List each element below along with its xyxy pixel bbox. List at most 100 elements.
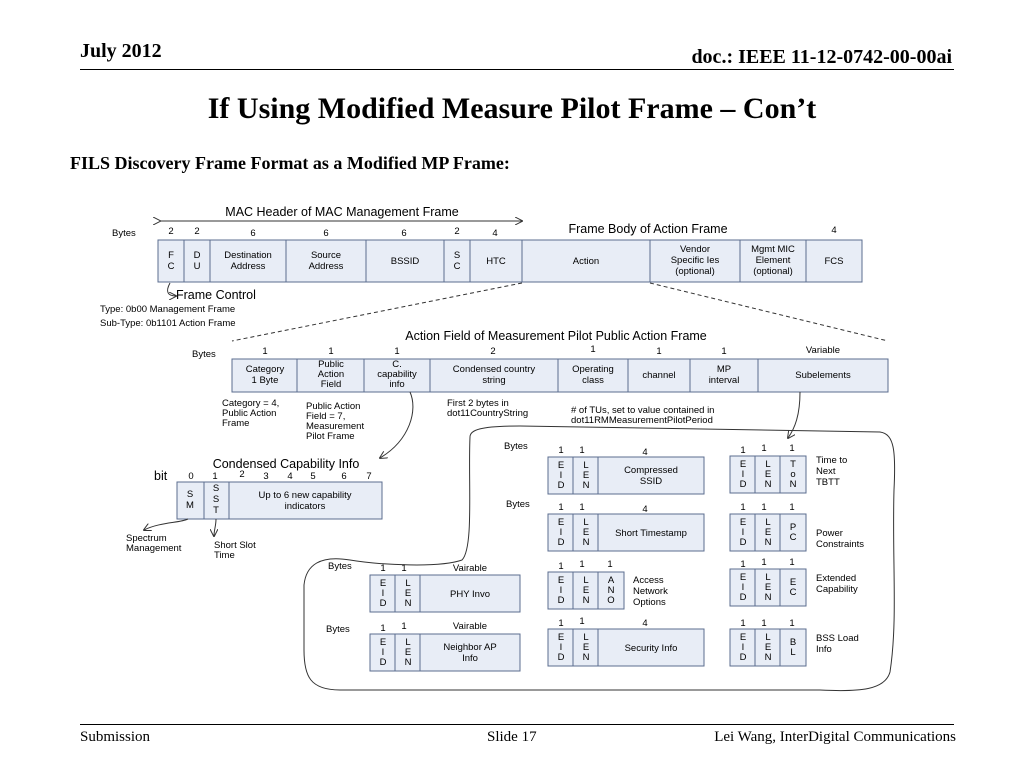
slide-title: If Using Modified Measure Pilot Frame – … <box>207 92 817 125</box>
ec-eid-3: D <box>740 592 747 603</box>
phy-bytes-label: Bytes <box>328 561 352 572</box>
sts-eid-3: D <box>558 537 565 548</box>
nap-eid-3: D <box>380 657 387 668</box>
nap-eid-1: E <box>380 637 386 648</box>
ec-val-1: E <box>790 577 796 588</box>
nap-len-box <box>394 633 421 672</box>
country-l2: string <box>482 375 505 386</box>
country-l1: Condensed country <box>453 364 536 375</box>
mic-l2: Element <box>756 255 791 266</box>
nap-len-2: E <box>405 647 411 658</box>
nap-b-val: Vairable <box>453 621 487 632</box>
cssid-len-3: N <box>583 480 590 491</box>
note-public-1: Public Action <box>306 401 360 412</box>
cssid-val-1: Compressed <box>624 465 678 476</box>
sts-len-box <box>572 513 599 552</box>
note-public-4: Pilot Frame <box>306 431 355 442</box>
pc-eid-3: D <box>740 537 747 548</box>
pc-desc-2: Constraints <box>816 539 864 550</box>
shortslot-2: Time <box>214 550 235 561</box>
subtype-note: Sub-Type: 0b1101 Action Frame <box>100 318 236 329</box>
ttnt-desc-3: TBTT <box>816 477 840 488</box>
sts-b-eid: 1 <box>558 502 563 513</box>
subelement-security-info: 1 1 4 E I D L E N Security Info <box>547 616 705 667</box>
bl-val-2: L <box>790 647 795 658</box>
ec-b-ec: 1 <box>789 557 794 568</box>
phy-b-val: Vairable <box>453 563 487 574</box>
mac-bytes-4: 6 <box>401 228 406 239</box>
header-rule <box>80 69 954 70</box>
subelement-short-timestamp: Bytes 1 1 4 E I D L E N Short Timestamp <box>506 499 705 552</box>
ccap-l2: capability <box>377 369 417 380</box>
subelement-compressed-ssid: Bytes 1 1 4 E I D L E N Compressed SSID <box>504 441 705 495</box>
ton-val-1: T <box>790 459 796 470</box>
field-source-address <box>285 239 367 283</box>
ec-ec-box <box>779 568 807 607</box>
action-field-title: Action Field of Measurement Pilot Public… <box>405 329 707 343</box>
bssid-label: BSSID <box>391 256 420 267</box>
sec-b-val: 4 <box>642 618 647 629</box>
sec-len-3: N <box>583 652 590 663</box>
ccap-l1: C. <box>392 359 402 370</box>
opclass-l1: Operating <box>572 364 614 375</box>
sec-val-box <box>597 628 705 667</box>
pc-eid-2: I <box>742 527 745 538</box>
ton-ton-box <box>779 455 807 494</box>
pc-val-1: P <box>790 522 796 533</box>
sa-l1: Source <box>311 250 341 261</box>
sts-val: Short Timestamp <box>615 528 687 539</box>
phy-len-box <box>394 574 421 613</box>
mp-l2: interval <box>709 375 740 386</box>
field-sc <box>443 239 471 283</box>
ccap-l3: info <box>389 379 404 390</box>
footer-author: Lei Wang, InterDigital Communications <box>714 729 956 745</box>
phy-eid-1: E <box>380 578 386 589</box>
af-bytes-0: 1 <box>262 346 267 357</box>
bit-2: 2 <box>239 469 244 480</box>
sec-eid-2: I <box>560 642 563 653</box>
mac-bytes-6: 4 <box>492 228 497 239</box>
cssid-val-box <box>597 456 705 495</box>
action-bytes-label: Bytes <box>192 349 216 360</box>
mic-l1: Mgmt MIC <box>751 244 795 255</box>
phy-b-eid: 1 <box>380 563 385 574</box>
sec-len-box <box>572 628 599 667</box>
sts-eid-1: E <box>558 517 564 528</box>
phy-eid-2: I <box>382 588 385 599</box>
bit-3: 3 <box>263 471 268 482</box>
ton-val-2: o <box>790 469 795 480</box>
ec-desc-2: Capability <box>816 584 858 595</box>
ano-eid-2: I <box>560 585 563 596</box>
af-bytes-3: 2 <box>490 346 495 357</box>
sec-len-2: E <box>583 642 589 653</box>
field-sm <box>176 481 205 520</box>
fc-l1: F <box>168 250 174 261</box>
cssid-eid-box <box>547 456 574 495</box>
bit-4: 4 <box>287 471 292 482</box>
ton-len-1: L <box>765 459 770 470</box>
field-category <box>231 358 298 393</box>
bl-b-len: 1 <box>761 618 766 629</box>
sm-2: M <box>186 500 194 511</box>
nap-val-1: Neighbor AP <box>443 642 496 653</box>
sst-1: S <box>213 483 219 494</box>
channel-label: channel <box>642 370 675 381</box>
cssid-eid-3: D <box>558 480 565 491</box>
sts-bytes-label: Bytes <box>506 499 530 510</box>
cap-2: indicators <box>285 501 326 512</box>
cssid-len-1: L <box>583 460 588 471</box>
nap-len-1: L <box>405 637 410 648</box>
sc-l2: C <box>454 261 461 272</box>
bl-len-3: N <box>765 652 772 663</box>
subelements-label: Subelements <box>795 370 851 381</box>
vendor-l3: (optional) <box>675 266 715 277</box>
af-bytes-2: 1 <box>394 346 399 357</box>
sec-val: Security Info <box>625 643 678 654</box>
ano-b-len: 1 <box>579 559 584 570</box>
ccap-arrow <box>380 391 414 458</box>
note-category-3: Frame <box>222 418 249 429</box>
bl-val-1: B <box>790 637 796 648</box>
ton-len-box <box>754 455 781 494</box>
sts-b-val: 4 <box>642 504 647 515</box>
